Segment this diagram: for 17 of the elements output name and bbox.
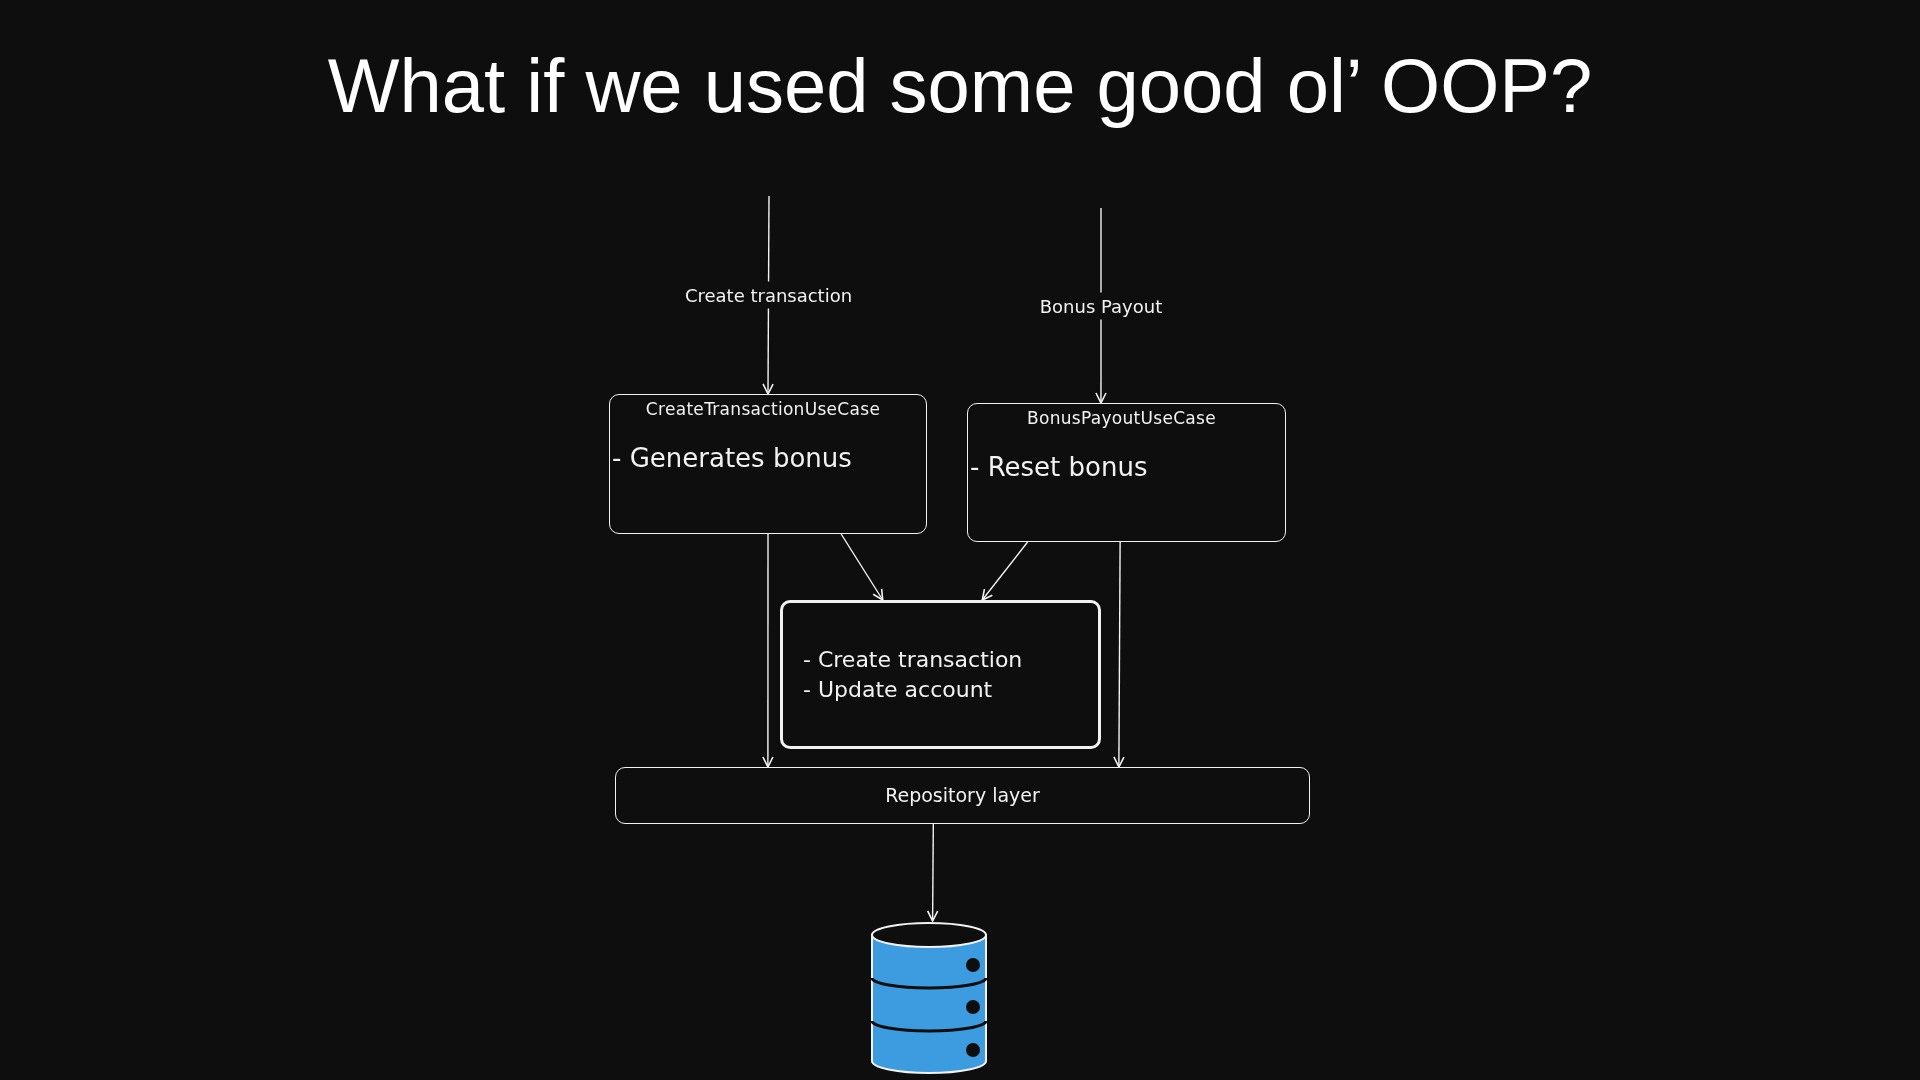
arrow: [840, 533, 884, 601]
use-case-box: [609, 394, 927, 534]
layer-bar: [615, 767, 1310, 824]
box-text: - Reset bonus: [970, 451, 1149, 484]
arrow: [926, 823, 939, 922]
layer-label: Repository layer: [885, 782, 1040, 808]
list-item: - Create transaction: [803, 645, 1024, 674]
box-heading: CreateTransactionUseCase: [644, 399, 882, 419]
list-item: - Update account: [803, 675, 994, 704]
arrow: [762, 533, 774, 768]
arrow: [981, 541, 1029, 601]
slide-title: What if we used some good ol’ OOP?: [326, 42, 1594, 129]
use-case-box: [967, 403, 1286, 542]
box-text: - Generates bonus: [612, 442, 853, 475]
service-box: [780, 600, 1101, 749]
box-heading: BonusPayoutUseCase: [1025, 408, 1217, 428]
arrow: [1113, 541, 1125, 768]
